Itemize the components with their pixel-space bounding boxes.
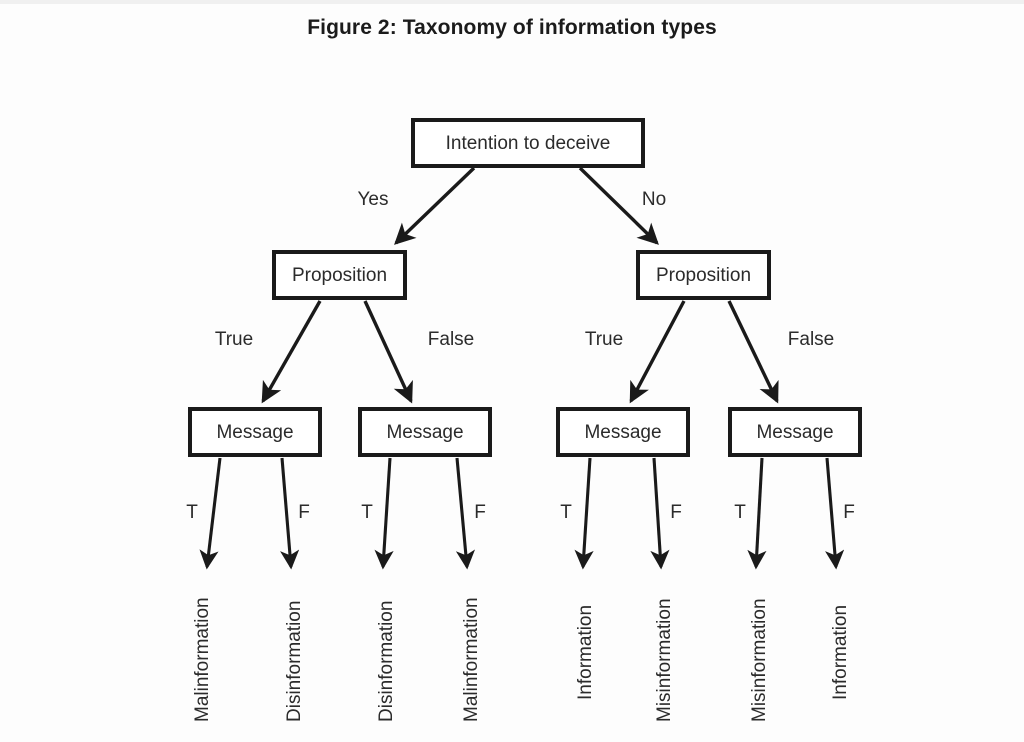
- node-label-message-2: Message: [386, 422, 463, 443]
- leaf-label-5: Information: [575, 605, 596, 700]
- edge-label-false-right: False: [788, 329, 834, 350]
- edge-label-t-3: T: [560, 502, 572, 523]
- edge-proposition-yes-to-message-true: [261, 300, 322, 404]
- node-label-message-1: Message: [216, 422, 293, 443]
- node-label-root: Intention to deceive: [446, 133, 611, 154]
- edge-proposition-yes-to-message-false: [363, 300, 413, 404]
- edge-proposition-no-to-message-false: [727, 300, 779, 404]
- edge-message-1-to-leaf-1: [199, 457, 222, 570]
- node-message-1[interactable]: Message: [188, 407, 322, 457]
- edge-root-to-proposition-yes: [394, 166, 476, 245]
- edge-message-3-to-leaf-6: [650, 457, 670, 570]
- edge-message-1-to-leaf-2: [280, 457, 300, 570]
- edge-label-true-left: True: [215, 329, 253, 350]
- edge-label-t-4: T: [734, 502, 746, 523]
- edge-label-true-right: True: [585, 329, 623, 350]
- leaf-label-7: Misinformation: [749, 598, 770, 722]
- node-proposition-yes[interactable]: Proposition: [272, 250, 407, 300]
- leaf-label-4: Malinformation: [461, 597, 482, 722]
- leaf-label-8: Information: [830, 605, 851, 700]
- leaf-label-3: Disinformation: [376, 601, 397, 722]
- node-message-2[interactable]: Message: [358, 407, 492, 457]
- edge-message-4-to-leaf-8: [825, 457, 845, 570]
- edge-label-false-left: False: [428, 329, 474, 350]
- edge-label-no: No: [642, 189, 666, 210]
- node-intention-to-deceive[interactable]: Intention to deceive: [411, 118, 645, 168]
- node-label-proposition-yes: Proposition: [292, 265, 387, 286]
- node-label-message-3: Message: [584, 422, 661, 443]
- node-label-proposition-no: Proposition: [656, 265, 751, 286]
- leaf-label-6: Misinformation: [654, 598, 675, 722]
- edge-label-t-2: T: [361, 502, 373, 523]
- edge-label-f-2: F: [474, 502, 486, 523]
- node-proposition-no[interactable]: Proposition: [636, 250, 771, 300]
- leaf-label-2: Disinformation: [284, 601, 305, 722]
- page-title: Figure 2: Taxonomy of information types: [307, 16, 717, 39]
- node-label-message-4: Message: [756, 422, 833, 443]
- node-message-4[interactable]: Message: [728, 407, 862, 457]
- edge-root-to-proposition-no: [578, 166, 659, 245]
- edge-label-yes: Yes: [358, 189, 389, 210]
- leaf-label-1: Malinformation: [192, 597, 213, 722]
- edge-message-4-to-leaf-7: [747, 457, 767, 570]
- page-top-edge: [0, 0, 1024, 4]
- edge-label-f-3: F: [670, 502, 682, 523]
- edge-message-2-to-leaf-4: [455, 457, 476, 570]
- node-message-3[interactable]: Message: [556, 407, 690, 457]
- edge-message-3-to-leaf-5: [574, 457, 594, 570]
- edge-label-t-1: T: [186, 502, 198, 523]
- edge-message-2-to-leaf-3: [374, 457, 394, 570]
- edge-label-f-4: F: [843, 502, 855, 523]
- edge-proposition-no-to-message-true: [629, 300, 686, 404]
- edge-label-f-1: F: [298, 502, 310, 523]
